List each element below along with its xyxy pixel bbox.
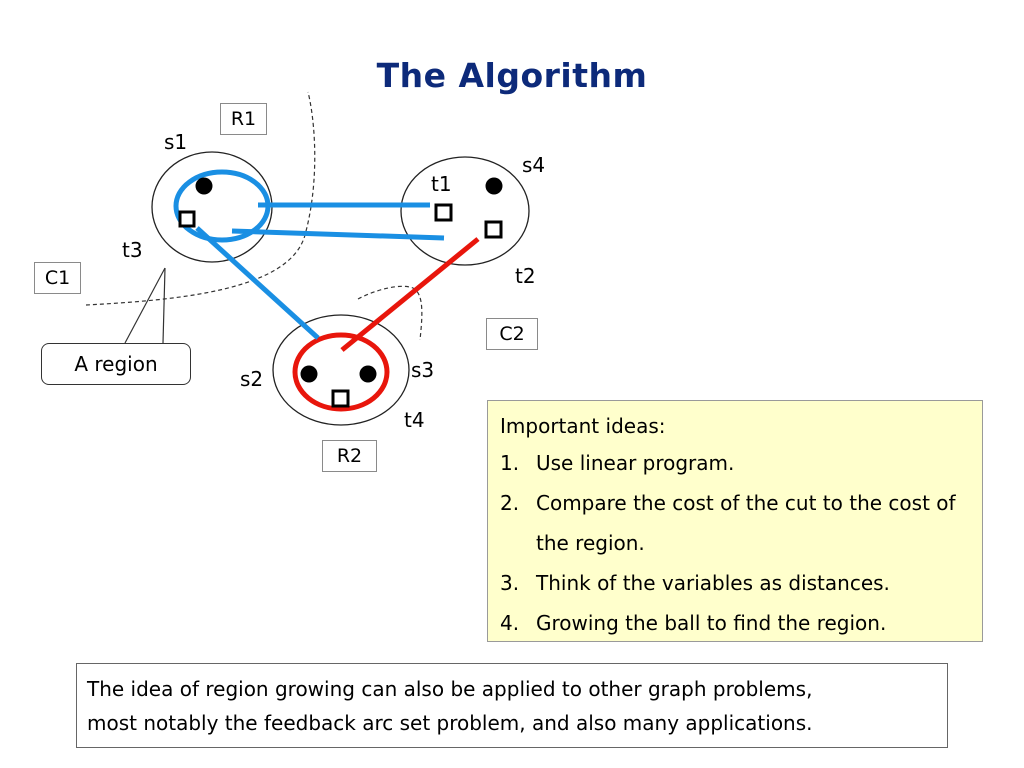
region-label-r2: R2 xyxy=(322,440,377,472)
region-label-r1: R1 xyxy=(220,103,267,135)
idea-text: Growing the ball to find the region. xyxy=(536,611,887,635)
sink-square-t2 xyxy=(484,220,503,239)
idea-item: 4. Growing the ball to find the region. xyxy=(500,603,972,643)
idea-number: 3. xyxy=(500,571,520,595)
node-label-s1: s1 xyxy=(164,130,188,154)
idea-number: 1. xyxy=(500,451,520,475)
node-label-t4: t4 xyxy=(404,408,425,432)
idea-text: Use linear program. xyxy=(536,451,735,475)
idea-number: 2. xyxy=(500,491,520,515)
slide-title: The Algorithm xyxy=(376,56,648,95)
source-dot-s2 xyxy=(300,365,318,383)
cut-label-c1: C1 xyxy=(34,262,81,294)
source-dot-s4 xyxy=(485,177,503,195)
edge-t3-s2 xyxy=(195,226,320,340)
node-label-t2: t2 xyxy=(515,264,536,288)
note-line-2: most notably the feedback arc set proble… xyxy=(87,711,813,735)
node-label-s2: s2 xyxy=(240,367,264,391)
idea-item: 2. Compare the cost of the cut to the co… xyxy=(500,483,972,563)
node-label-t1: t1 xyxy=(431,172,452,196)
node-label-t3: t3 xyxy=(122,238,143,262)
node-label-s3: s3 xyxy=(411,358,435,382)
ideas-list: 1. Use linear program. 2. Compare the co… xyxy=(500,443,972,643)
source-dot-s3 xyxy=(359,365,377,383)
cut-label-c2: C2 xyxy=(486,318,538,350)
edge-t2-t4 xyxy=(340,237,480,352)
idea-text: Compare the cost of the cut to the cost … xyxy=(536,491,956,555)
sink-square-t4 xyxy=(331,389,350,408)
region-growing-note: The idea of region growing can also be a… xyxy=(76,663,948,748)
source-dot-s1 xyxy=(195,177,213,195)
idea-item: 1. Use linear program. xyxy=(500,443,972,483)
region-circle-r2 xyxy=(292,332,390,412)
idea-item: 3. Think of the variables as distances. xyxy=(500,563,972,603)
sink-square-t3 xyxy=(178,210,196,228)
callout-pointer xyxy=(162,267,166,344)
important-ideas-box: Important ideas: 1. Use linear program. … xyxy=(487,400,983,642)
sink-square-t1 xyxy=(434,203,453,222)
node-ellipse-s1 xyxy=(151,151,273,263)
idea-text: Think of the variables as distances. xyxy=(536,571,890,595)
ideas-heading: Important ideas: xyxy=(500,414,666,438)
node-label-s4: s4 xyxy=(522,153,546,177)
region-callout: A region xyxy=(41,343,191,385)
callout-pointer xyxy=(124,267,166,344)
edge-s1-s4 xyxy=(231,228,445,241)
note-line-1: The idea of region growing can also be a… xyxy=(87,677,813,701)
idea-number: 4. xyxy=(500,611,520,635)
cut-boundary-c2 xyxy=(357,285,423,341)
